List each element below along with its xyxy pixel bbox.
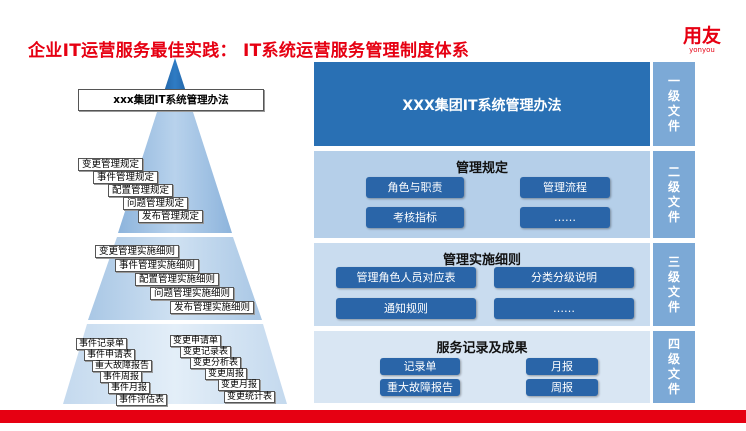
panel-level2-title: 管理规定 xyxy=(455,161,508,176)
weekly-report-button: 周报 xyxy=(526,379,598,396)
level-tag-2: 二级文件 xyxy=(653,151,695,238)
logo-subtext: yonyou xyxy=(689,46,715,54)
level-tag-4: 四级文件 xyxy=(653,331,695,403)
panel-level1: XXX集团IT系统管理办法 xyxy=(314,62,650,146)
incident-report-button: 重大故障报告 xyxy=(380,379,460,396)
process-button: 管理流程 xyxy=(520,177,610,198)
panel-level4-title: 服务记录及成果 xyxy=(436,341,528,356)
logo-text: 用友 xyxy=(682,25,721,47)
classification-button: 分类分级说明 xyxy=(494,267,634,288)
panel-level1-title: XXX集团IT系统管理办法 xyxy=(402,98,562,114)
notification-rules-button: 通知规则 xyxy=(336,298,476,319)
level2-label: 问题管理规定 xyxy=(123,197,189,210)
panel-level2: 管理规定 角色与职责 管理流程 考核指标 …… xyxy=(314,151,650,238)
record-form-button: 记录单 xyxy=(380,358,460,375)
top-policy-label: xxx集团IT系统管理办法 xyxy=(78,89,264,111)
level-tag-3: 三级文件 xyxy=(653,243,695,326)
level4-label: 变更月报 xyxy=(218,379,261,391)
monthly-report-button: 月报 xyxy=(526,358,598,375)
panel-level4: 服务记录及成果 记录单 月报 重大故障报告 周报 xyxy=(314,331,650,403)
level4-label: 变更统计表 xyxy=(224,391,276,403)
level-tag-1: 一级文件 xyxy=(653,62,695,146)
footer-bar xyxy=(0,410,746,423)
kpi-button: 考核指标 xyxy=(366,207,464,228)
more-button: …… xyxy=(520,207,610,228)
level2-label: 配置管理规定 xyxy=(108,184,174,197)
level2-label: 事件管理规定 xyxy=(93,171,159,184)
level3-label: 事件管理实施细则 xyxy=(115,259,200,272)
page-title: 企业IT运营服务最佳实践： IT系统运营服务管理制度体系 xyxy=(28,41,470,61)
level3-label: 变更管理实施细则 xyxy=(95,245,180,258)
role-mapping-button: 管理角色人员对应表 xyxy=(336,267,476,288)
level3-label: 发布管理实施细则 xyxy=(170,301,255,314)
level4-label: 事件月报 xyxy=(108,382,151,394)
roles-duties-button: 角色与职责 xyxy=(366,177,464,198)
panel-level3-title: 管理实施细则 xyxy=(442,253,521,268)
yonyou-logo: 用友 yonyou xyxy=(672,26,732,54)
level3-label: 问题管理实施细则 xyxy=(150,287,235,300)
level3-label: 配置管理实施细则 xyxy=(135,273,220,286)
level2-label: 发布管理规定 xyxy=(138,210,204,223)
level4-label: 事件评估表 xyxy=(116,394,168,406)
panel-level3: 管理实施细则 管理角色人员对应表 分类分级说明 通知规则 …… xyxy=(314,243,650,326)
more-button: …… xyxy=(494,298,634,319)
level2-label: 变更管理规定 xyxy=(78,158,144,171)
